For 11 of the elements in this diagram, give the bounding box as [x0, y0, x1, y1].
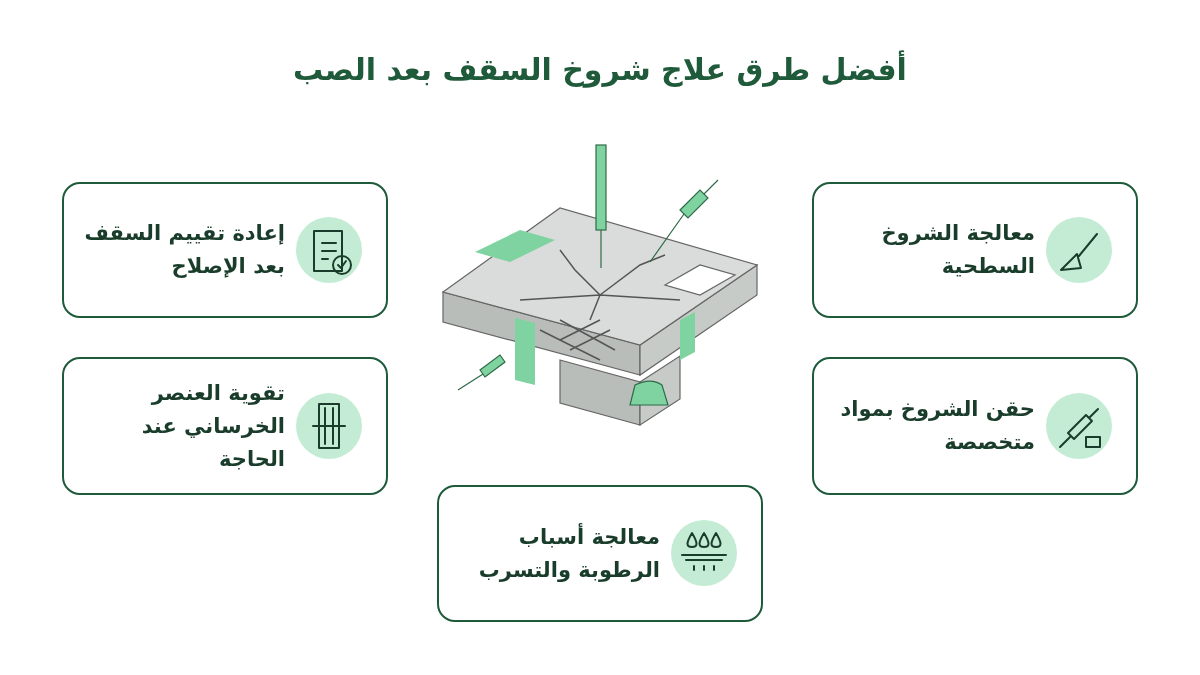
card	[812, 357, 1138, 495]
card-label: معالجة الشروخ السطحية	[880, 220, 1035, 280]
card-label: حقن الشروخ بمواد متخصصة	[839, 396, 1035, 456]
card	[437, 485, 763, 622]
card	[812, 182, 1138, 318]
title: أفضل طرق علاج شروخ السقف بعد الصب	[293, 52, 907, 87]
card-label: إعادة تقييم السقف بعد الإصلاح	[83, 220, 285, 280]
card	[62, 357, 388, 495]
card-label: تقوية العنصر الخرساني عند الحاجة	[140, 379, 285, 473]
card	[62, 182, 388, 318]
card-label: معالجة أسباب الرطوبة والتسرب	[477, 522, 660, 584]
